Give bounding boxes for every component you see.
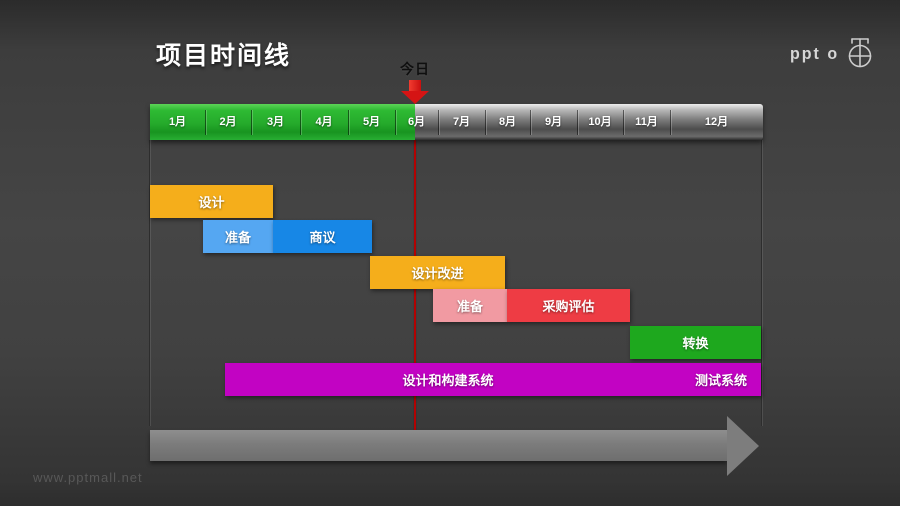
month-label: 2月 [219, 116, 237, 128]
gantt-bar-label: 转换 [682, 336, 709, 351]
month-label: 5月 [362, 116, 381, 128]
gantt-bar: 设计改进 [370, 256, 505, 289]
gantt-bar-label: 准备 [456, 299, 483, 314]
today-arrow-icon [409, 80, 421, 91]
timeline-past-highlight [150, 104, 415, 140]
gantt-bar-secondary-label: 测试系统 [694, 373, 747, 388]
gantt-bar-label: 设计和构建系统 [402, 373, 494, 388]
gantt-bar-label: 设计 [198, 195, 225, 210]
today-marker: 今日 [399, 59, 431, 104]
gantt-bar: 准备 [433, 289, 507, 322]
month-divider [623, 110, 624, 135]
month-label: 1月 [168, 116, 187, 128]
gantt-bar-label: 准备 [224, 230, 251, 245]
pptmall-logo: ppt o [790, 34, 876, 75]
gantt-bar-label: 设计改进 [411, 266, 464, 281]
month-divider [348, 110, 349, 135]
gantt-bar: 设计和构建系统 测试系统 [225, 363, 761, 396]
month-divider [251, 110, 252, 135]
gantt-bar: 设计 [150, 185, 273, 218]
gantt-bar-label: 采购评估 [542, 299, 595, 314]
gantt-bar: 准备 [203, 220, 273, 253]
month-label: 4月 [315, 116, 333, 128]
month-divider [670, 110, 671, 135]
month-divider [205, 110, 206, 135]
month-label: 8月 [498, 116, 517, 128]
month-divider [530, 110, 531, 135]
chart-right-border [761, 140, 762, 426]
month-label: 9月 [544, 116, 563, 128]
month-label: 12月 [704, 116, 729, 128]
chart-left-border [149, 140, 150, 426]
gantt-bar: 商议 [273, 220, 372, 253]
page-title: 项目时间线 [156, 42, 292, 70]
today-label: 今日 [400, 61, 430, 77]
flow-arrow-head-icon [727, 416, 759, 476]
gantt-bar-label: 商议 [309, 230, 336, 245]
month-divider [395, 110, 396, 135]
month-label: 7月 [452, 116, 471, 128]
month-label: 6月 [407, 116, 426, 128]
month-divider [577, 110, 578, 135]
month-label: 3月 [266, 116, 285, 128]
flow-arrow-shaft [150, 430, 727, 461]
timeline-month-header: 1月 2月 3月 4月 5月 6月 7月 8月 9月 10月 11月 12月 [150, 104, 763, 140]
gantt-bar: 转换 [630, 326, 761, 359]
month-divider [300, 110, 301, 135]
gantt-bar: 采购评估 [507, 289, 630, 322]
month-label: 10月 [588, 116, 612, 128]
watermark: www.pptmall.net [33, 470, 143, 485]
month-divider [485, 110, 486, 135]
compass-circle-icon [844, 34, 876, 75]
today-arrow-head-icon [401, 91, 429, 104]
month-divider [438, 110, 439, 135]
pptmall-logo-text: ppt o [790, 45, 840, 63]
month-label: 11月 [635, 116, 658, 128]
